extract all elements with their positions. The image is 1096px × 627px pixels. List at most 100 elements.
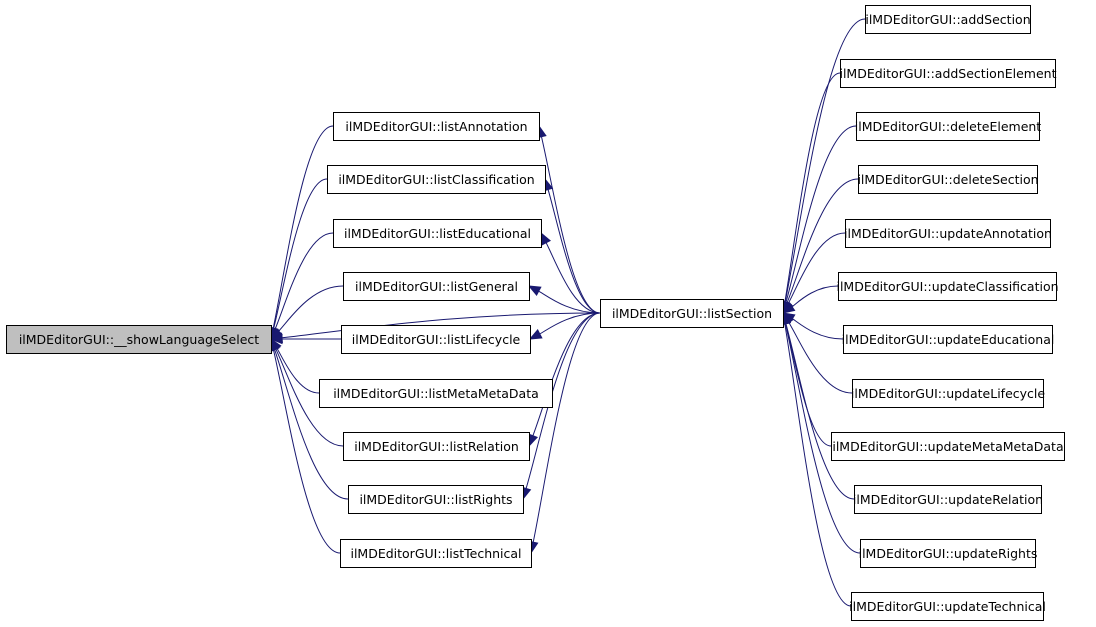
node-box — [856, 112, 1040, 141]
edge-line — [788, 322, 853, 394]
node-list-lifecycle[interactable]: ilMDEditorGUI::listLifecycle — [341, 325, 531, 354]
node-label: ilMDEditorGUI::listEducational — [344, 226, 531, 241]
edge-line — [538, 290, 601, 314]
node-box — [845, 219, 1051, 248]
node-list-general[interactable]: ilMDEditorGUI::listGeneral — [343, 272, 530, 301]
edge-list_educational-to-root — [270, 232, 334, 341]
node-add-section-element[interactable]: ilMDEditorGUI::addSectionElement — [839, 59, 1057, 88]
edge-list_section-to-list_general — [527, 285, 601, 314]
arrowhead-icon — [781, 302, 796, 314]
edge-update_annotation-to-list_section — [782, 232, 846, 315]
node-list-technical[interactable]: ilMDEditorGUI::listTechnical — [340, 539, 532, 568]
node-update-technical[interactable]: ilMDEditorGUI::updateTechnical — [849, 592, 1046, 621]
node-label: ilMDEditorGUI::updateClassification — [836, 279, 1058, 294]
node-label: ilMDEditorGUI::listAnnotation — [345, 119, 527, 134]
node-label: ilMDEditorGUI::deleteElement — [855, 119, 1042, 134]
node-box — [319, 379, 553, 408]
edge-line — [541, 136, 601, 314]
edge-line — [785, 323, 832, 447]
edge-update_educational-to-list_section — [781, 312, 844, 340]
node-label: ilMDEditorGUI::updateLifecycle — [851, 386, 1045, 401]
node-label: ilMDEditorGUI::updateEducational — [842, 332, 1055, 347]
node-box — [858, 165, 1038, 194]
edge-line — [791, 285, 839, 308]
edge-line — [785, 125, 857, 303]
node-list-annotation[interactable]: ilMDEditorGUI::listAnnotation — [333, 112, 540, 141]
arrowhead-icon — [540, 231, 552, 246]
node-box — [851, 592, 1044, 621]
node-label: ilMDEditorGUI::listSection — [612, 306, 772, 321]
edge-line — [273, 178, 328, 329]
edge-add_section_element-to-list_section — [779, 72, 841, 315]
edge-line — [787, 232, 846, 304]
node-label: ilMDEditorGUI::addSection — [865, 12, 1030, 27]
node-label: ilMDEditorGUI::addSectionElement — [839, 66, 1056, 81]
node-delete-element[interactable]: ilMDEditorGUI::deleteElement — [855, 112, 1042, 141]
edge-line — [274, 349, 349, 500]
node-update-annotation[interactable]: ilMDEditorGUI::updateAnnotation — [844, 219, 1052, 248]
arrowhead-icon — [527, 285, 542, 297]
node-label: ilMDEditorGUI::updateMetaMetaData — [832, 439, 1063, 454]
node-label: ilMDEditorGUI::updateAnnotation — [844, 226, 1052, 241]
node-delete-section[interactable]: ilMDEditorGUI::deleteSection — [857, 165, 1039, 194]
node-list-educational[interactable]: ilMDEditorGUI::listEducational — [333, 219, 542, 248]
edge-list_section-to-list_educational — [540, 231, 601, 314]
edge-line — [784, 323, 852, 607]
edge-line — [785, 323, 855, 500]
node-add-section[interactable]: ilMDEditorGUI::addSection — [865, 5, 1031, 34]
node-label: ilMDEditorGUI::listTechnical — [350, 546, 521, 561]
node-box — [840, 59, 1056, 88]
node-label: ilMDEditorGUI::listRights — [359, 492, 512, 507]
node-update-relation[interactable]: ilMDEditorGUI::updateRelation — [853, 485, 1043, 514]
node-label: ilMDEditorGUI::listMetaMetaData — [333, 386, 539, 401]
edge-line — [281, 312, 601, 339]
node-label: ilMDEditorGUI::listGeneral — [355, 279, 518, 294]
node-box — [600, 299, 784, 328]
node-update-rights[interactable]: ilMDEditorGUI::updateRights — [859, 539, 1038, 568]
node-list-classification[interactable]: ilMDEditorGUI::listClassification — [327, 165, 546, 194]
node-update-classification[interactable]: ilMDEditorGUI::updateClassification — [836, 272, 1059, 301]
edge-line — [539, 312, 601, 335]
node-box — [838, 272, 1057, 301]
node-box — [6, 325, 272, 354]
node-box — [333, 112, 540, 141]
edge-line — [275, 348, 344, 447]
node-box — [860, 539, 1036, 568]
edge-line — [272, 349, 341, 554]
edge-line — [545, 242, 601, 314]
edge-line — [525, 312, 601, 489]
node-box — [333, 219, 542, 248]
edge-line — [784, 72, 841, 303]
edge-line — [784, 323, 861, 554]
node-box — [831, 432, 1065, 461]
node-box — [343, 272, 530, 301]
node-list-metametadata[interactable]: ilMDEditorGUI::listMetaMetaData — [319, 379, 553, 408]
edge-line — [272, 125, 334, 329]
arrowhead-icon — [269, 332, 284, 343]
node-update-educational[interactable]: ilMDEditorGUI::updateEducational — [842, 325, 1055, 354]
node-label: ilMDEditorGUI::listRelation — [354, 439, 519, 454]
edge-line — [786, 178, 859, 303]
edge-line — [792, 318, 844, 340]
nodes-layer: ilMDEditorGUI::__showLanguageSelectilMDE… — [6, 5, 1065, 621]
arrowhead-icon — [528, 329, 543, 340]
node-label: ilMDEditorGUI::listLifecycle — [352, 332, 521, 347]
node-root[interactable]: ilMDEditorGUI::__showLanguageSelect — [6, 325, 272, 354]
edge-list_technical-to-root — [268, 337, 341, 554]
edge-list_section-to-root — [269, 312, 601, 343]
node-list-relation[interactable]: ilMDEditorGUI::listRelation — [343, 432, 530, 461]
edge-line — [532, 312, 601, 543]
node-update-lifecycle[interactable]: ilMDEditorGUI::updateLifecycle — [851, 379, 1045, 408]
node-label: ilMDEditorGUI::__showLanguageSelect — [19, 332, 259, 347]
node-list-section[interactable]: ilMDEditorGUI::listSection — [600, 299, 784, 328]
node-box — [348, 485, 524, 514]
node-box — [854, 485, 1042, 514]
node-update-metametadata[interactable]: ilMDEditorGUI::updateMetaMetaData — [831, 432, 1065, 461]
node-box — [343, 432, 530, 461]
node-list-rights[interactable]: ilMDEditorGUI::listRights — [348, 485, 524, 514]
node-box — [340, 539, 532, 568]
edge-update_classification-to-list_section — [781, 285, 839, 314]
edge-list_section-to-list_lifecycle — [528, 312, 601, 340]
edges-layer — [268, 18, 866, 607]
